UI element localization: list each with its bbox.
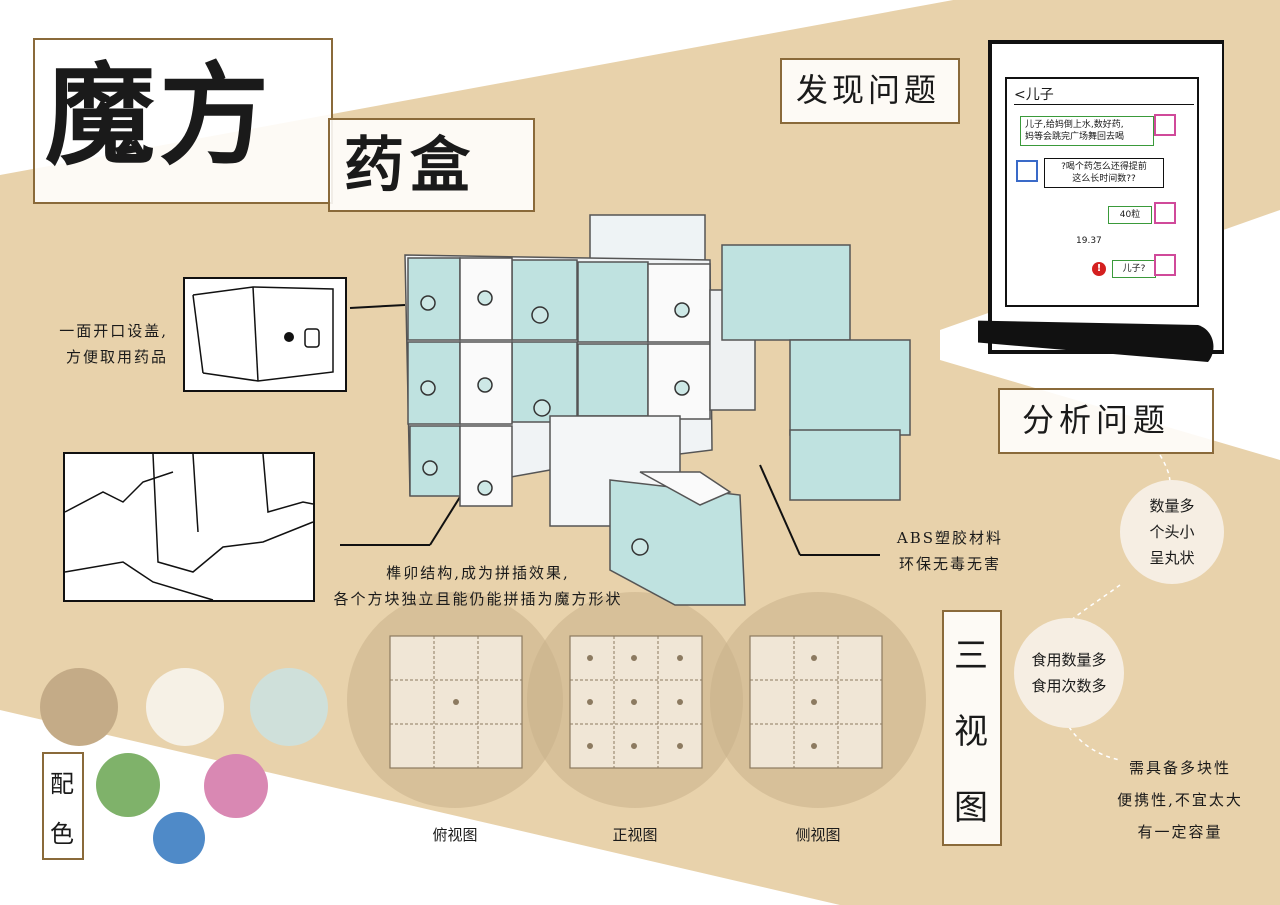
chat-avatar-son — [1016, 160, 1038, 182]
side-view-caption: 侧视图 — [795, 826, 841, 844]
palette-swatch-green — [96, 753, 160, 817]
material-note: ABS塑胶材料 环保无毒无害 — [896, 529, 1004, 573]
palette-swatch-tan — [40, 668, 118, 746]
chat-message-1: 儿子,给妈倒上水,数好药, 妈等会跳完广场舞回去喝 — [1020, 116, 1154, 146]
analysis-bubble-1: 数量多 个头小 呈丸状 — [1120, 480, 1224, 584]
title-main: 魔方 — [45, 51, 273, 180]
front-view-diagram — [569, 635, 703, 769]
joint-note: 榫卯结构,成为拼插效果, 各个方块独立且能仍能拼插为魔方形状 — [333, 564, 623, 608]
palette-swatch-blue — [153, 812, 205, 864]
chat-avatar-self-2 — [1154, 202, 1176, 224]
chat-question: 儿子? — [1112, 260, 1156, 278]
analysis-bubble-2: 食用数量多 食用次数多 — [1014, 618, 1124, 728]
analysis-bubble-3: 需具备多块性 便携性,不宜太大 有一定容量 — [1117, 759, 1243, 841]
side-view-diagram — [749, 635, 883, 769]
top-view-caption: 俯视图 — [432, 826, 478, 844]
chat-avatar-self-3 — [1154, 254, 1176, 276]
chat-time: 19.37 — [1076, 236, 1102, 246]
palette-label: 配 色 — [42, 752, 84, 860]
chat-avatar-self-1 — [1154, 114, 1176, 136]
phone-sketch: <儿子 儿子,给妈倒上水,数好药, 妈等会跳完广场舞回去喝 ?喝个药怎么还得提前… — [978, 40, 1224, 362]
lid-note: 一面开口设盖, 方便取用药品 — [59, 322, 168, 366]
medicine-cube-rendering — [404, 214, 911, 606]
chat-reply: ?喝个药怎么还得提前 这么长时间数?? — [1044, 158, 1164, 188]
chat-alert-icon: ! — [1092, 262, 1106, 276]
chat-count: 40粒 — [1108, 206, 1152, 224]
title-sub: 药盒 — [344, 131, 476, 201]
joint-detail-sketch — [63, 452, 315, 602]
top-view-diagram — [389, 635, 523, 769]
chat-contact: <儿子 — [1014, 84, 1194, 105]
front-view-caption: 正视图 — [612, 826, 658, 844]
lid-detail-sketch — [183, 277, 347, 392]
palette-swatch-mint — [250, 668, 328, 746]
palette-swatch-cream — [146, 668, 224, 746]
analyze-problem-label: 分析问题 — [998, 388, 1214, 454]
palette-swatch-pink — [204, 754, 268, 818]
title-main-box: 魔方 — [33, 38, 333, 204]
three-views-label: 三 视 图 — [942, 610, 1002, 846]
title-sub-box: 药盒 — [328, 118, 535, 212]
find-problem-label: 发现问题 — [780, 58, 960, 124]
